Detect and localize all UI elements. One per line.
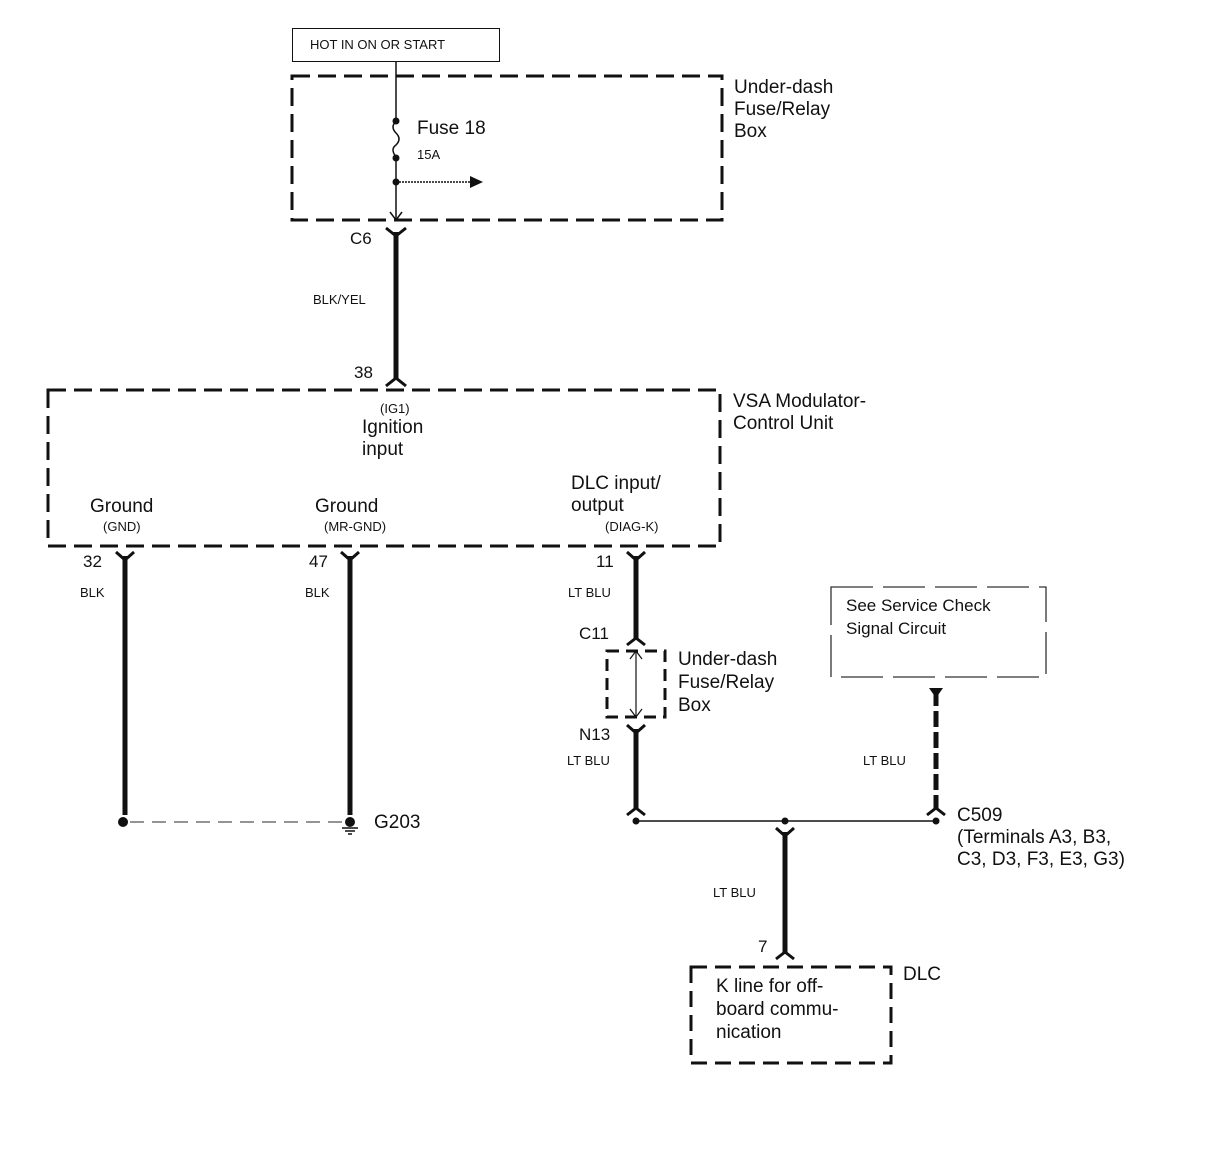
wire-color-lt-blu-n13: LT BLU — [567, 753, 610, 768]
service-check-label-2: Signal Circuit — [846, 619, 947, 638]
vsa-unit-outline — [46, 388, 722, 548]
dlc-io-code: (DIAG-K) — [605, 519, 659, 534]
wire-color-blk-47: BLK — [305, 585, 330, 600]
vsa-unit-name-1: VSA Modulator- — [733, 391, 867, 412]
fuse-box-mid-name-2: Fuse/Relay — [678, 672, 775, 693]
fuse-rating: 15A — [417, 147, 441, 162]
terminal-38-label: 38 — [354, 363, 373, 382]
fuse-label: Fuse 18 — [417, 118, 486, 139]
ground2-label: Ground — [315, 496, 379, 517]
internal-arrow-up-icon — [629, 650, 643, 660]
ignition-code: (IG1) — [380, 401, 410, 416]
fuse-relay-box-top-outline — [290, 74, 724, 222]
fuse-box-mid-name-3: Box — [678, 695, 711, 716]
fuse-icon — [392, 120, 400, 158]
connector-n13-label: N13 — [579, 725, 611, 744]
ground1-code: (GND) — [103, 519, 141, 534]
wire-color-lt-blu-11: LT BLU — [568, 585, 611, 600]
ground-point-label: G203 — [374, 812, 421, 833]
dlc-outline — [689, 965, 893, 1065]
connector-c509-label: C509 — [957, 805, 1003, 826]
ground-splice-dot — [118, 817, 128, 827]
wire-color-lt-blu-service: LT BLU — [863, 753, 906, 768]
connector-c6-label: C6 — [350, 229, 372, 248]
junction-dot-mid — [781, 817, 789, 825]
dlc-desc-1: K line for off- — [716, 976, 824, 997]
ground-point-dot — [345, 817, 355, 827]
fuse-box-top-name-3: Box — [734, 121, 767, 142]
fuse-box-top-name-1: Under-dash — [734, 77, 834, 98]
terminal-47-label: 47 — [309, 552, 328, 571]
ground1-label: Ground — [90, 496, 154, 517]
ground-icon — [342, 827, 358, 835]
power-source-label: HOT IN ON OR START — [310, 37, 446, 52]
c509-terminals-2: C3, D3, F3, E3, G3) — [957, 849, 1125, 870]
junction-dot-right — [932, 817, 940, 825]
ignition-label-2: input — [362, 439, 404, 460]
power-source-box — [292, 28, 500, 62]
connector-junction-left-icon — [626, 806, 646, 817]
service-check-label-1: See Service Check — [846, 596, 991, 615]
c509-terminals-1: (Terminals A3, B3, — [957, 827, 1112, 848]
dlc-io-label-2: output — [571, 495, 624, 516]
wire-color-blk-yel: BLK/YEL — [313, 292, 366, 307]
wire-color-lt-blu-dlc: LT BLU — [713, 885, 756, 900]
wire-color-blk-32: BLK — [80, 585, 105, 600]
terminal-7-label: 7 — [758, 937, 768, 956]
terminal-11-label: 11 — [596, 552, 614, 571]
ignition-label-1: Ignition — [362, 417, 424, 438]
service-check-outline — [830, 586, 1047, 678]
connector-c11-icon — [626, 636, 646, 647]
terminal-32-label: 32 — [83, 552, 102, 571]
dlc-io-label-1: DLC input/ — [571, 473, 661, 494]
fuse-box-mid-name-1: Under-dash — [678, 649, 778, 670]
connector-7-icon — [775, 950, 795, 961]
fuse-box-top-name-2: Fuse/Relay — [734, 99, 831, 120]
dlc-desc-2: board commu- — [716, 999, 839, 1020]
branch-arrow-icon — [470, 176, 483, 188]
vsa-unit-name-2: Control Unit — [733, 413, 834, 434]
connector-c11-label: C11 — [579, 624, 609, 643]
connector-c509-icon — [926, 806, 946, 817]
ground2-code: (MR-GND) — [324, 519, 387, 534]
dlc-name: DLC — [903, 964, 942, 985]
connector-arrow-icon — [389, 211, 403, 222]
connector-38-icon — [385, 376, 407, 388]
internal-arrow-down-icon — [629, 708, 643, 718]
dlc-desc-3: nication — [716, 1022, 782, 1043]
